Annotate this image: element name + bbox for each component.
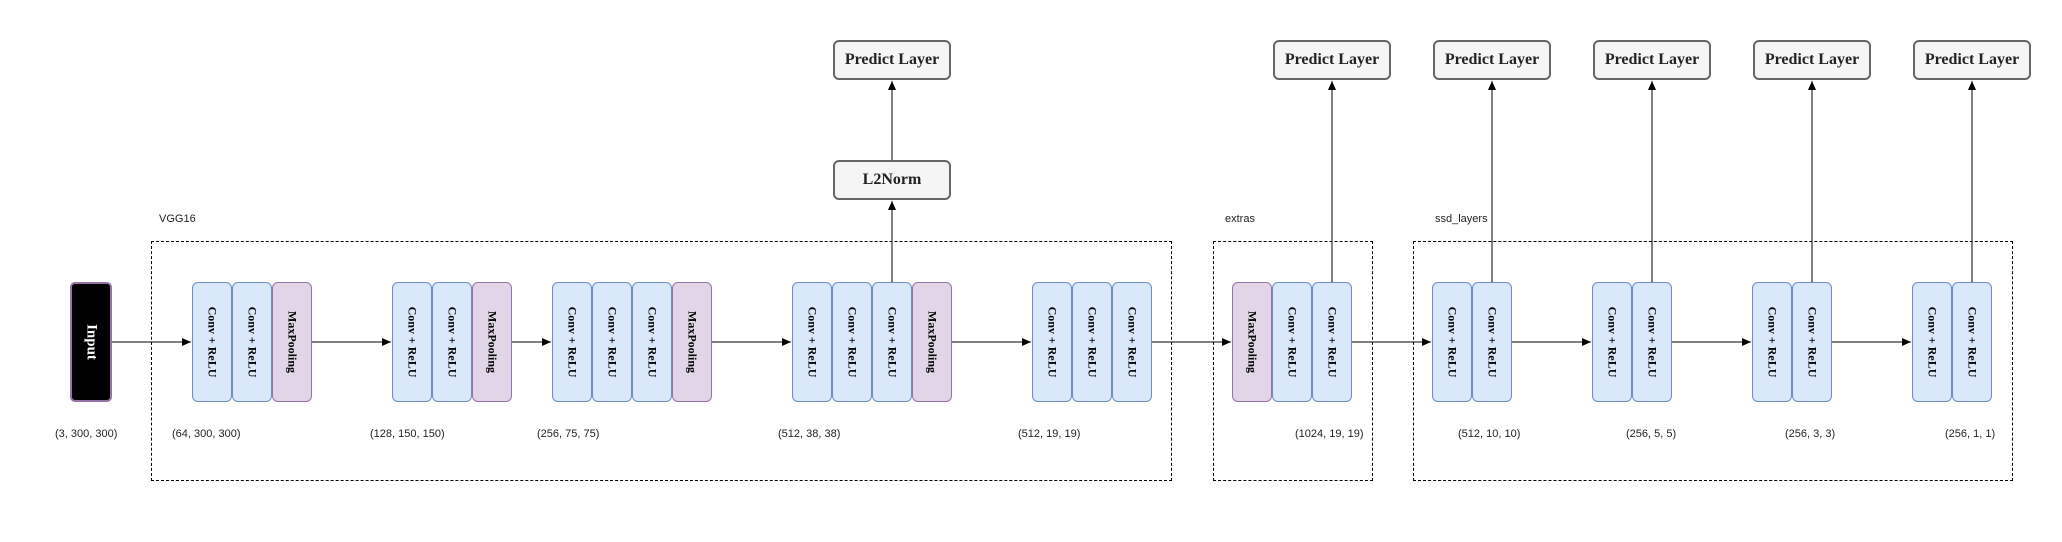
stage-shape-label: (256, 75, 75) bbox=[537, 428, 600, 440]
layer-label: Conv + ReLU bbox=[645, 306, 660, 378]
conv-relu-block: Conv + ReLU bbox=[232, 282, 272, 402]
layer-label: Conv + ReLU bbox=[1605, 306, 1620, 378]
layer-label: Conv + ReLU bbox=[1965, 306, 1980, 378]
conv-relu-block: Conv + ReLU bbox=[1792, 282, 1832, 402]
conv-relu-block: Conv + ReLU bbox=[1952, 282, 1992, 402]
layer-label: MaxPooling bbox=[925, 311, 940, 373]
group-label: ssd_layers bbox=[1435, 213, 1488, 225]
conv-relu-block: Conv + ReLU bbox=[1112, 282, 1152, 402]
maxpooling-block: MaxPooling bbox=[672, 282, 712, 402]
group-box-ssd-layers bbox=[1413, 241, 2013, 481]
maxpooling-block: MaxPooling bbox=[472, 282, 512, 402]
group-label: extras bbox=[1225, 213, 1255, 225]
layer-label: Conv + ReLU bbox=[885, 306, 900, 378]
l2norm-node: L2Norm bbox=[833, 160, 951, 200]
stage-shape-label: (128, 150, 150) bbox=[370, 428, 445, 440]
conv-relu-block: Conv + ReLU bbox=[1032, 282, 1072, 402]
input-node: Input bbox=[70, 282, 112, 402]
input-label: Input bbox=[83, 324, 100, 360]
layer-label: Conv + ReLU bbox=[1925, 306, 1940, 378]
conv-relu-block: Conv + ReLU bbox=[432, 282, 472, 402]
group-label: VGG16 bbox=[159, 213, 196, 225]
conv-relu-block: Conv + ReLU bbox=[1072, 282, 1112, 402]
layer-label: Conv + ReLU bbox=[405, 306, 420, 378]
conv-relu-block: Conv + ReLU bbox=[1912, 282, 1952, 402]
conv-relu-block: Conv + ReLU bbox=[1472, 282, 1512, 402]
stage-shape-label: (256, 5, 5) bbox=[1626, 428, 1677, 440]
layer-label: Conv + ReLU bbox=[1085, 306, 1100, 378]
stage-shape-label: (1024, 19, 19) bbox=[1295, 428, 1364, 440]
stage-shape-label: (512, 19, 19) bbox=[1018, 428, 1081, 440]
conv-relu-block: Conv + ReLU bbox=[592, 282, 632, 402]
stage-shape-label: (256, 3, 3) bbox=[1785, 428, 1836, 440]
maxpooling-block: MaxPooling bbox=[272, 282, 312, 402]
predict-layer-node: Predict Layer bbox=[1913, 40, 2031, 80]
predict-layer-node: Predict Layer bbox=[1753, 40, 1871, 80]
stage-shape-label: (64, 300, 300) bbox=[172, 428, 241, 440]
layer-label: Conv + ReLU bbox=[1285, 306, 1300, 378]
layer-label: Conv + ReLU bbox=[1805, 306, 1820, 378]
layer-label: MaxPooling bbox=[485, 311, 500, 373]
predict-layer-node: Predict Layer bbox=[1433, 40, 1551, 80]
input-shape-label: (3, 300, 300) bbox=[55, 428, 118, 440]
maxpooling-block: MaxPooling bbox=[1232, 282, 1272, 402]
layer-label: Conv + ReLU bbox=[1325, 306, 1340, 378]
layer-label: MaxPooling bbox=[685, 311, 700, 373]
conv-relu-block: Conv + ReLU bbox=[1592, 282, 1632, 402]
stage-shape-label: (256, 1, 1) bbox=[1945, 428, 1996, 440]
conv-relu-block: Conv + ReLU bbox=[792, 282, 832, 402]
conv-relu-block: Conv + ReLU bbox=[832, 282, 872, 402]
stage-shape-label: (512, 10, 10) bbox=[1458, 428, 1521, 440]
conv-relu-block: Conv + ReLU bbox=[632, 282, 672, 402]
conv-relu-block: Conv + ReLU bbox=[392, 282, 432, 402]
layer-label: Conv + ReLU bbox=[1765, 306, 1780, 378]
conv-relu-block: Conv + ReLU bbox=[1432, 282, 1472, 402]
conv-relu-block: Conv + ReLU bbox=[192, 282, 232, 402]
layer-label: Conv + ReLU bbox=[805, 306, 820, 378]
layer-label: Conv + ReLU bbox=[445, 306, 460, 378]
layer-label: Conv + ReLU bbox=[565, 306, 580, 378]
layer-label: Conv + ReLU bbox=[1125, 306, 1140, 378]
layer-label: MaxPooling bbox=[285, 311, 300, 373]
conv-relu-block: Conv + ReLU bbox=[872, 282, 912, 402]
conv-relu-block: Conv + ReLU bbox=[1632, 282, 1672, 402]
maxpooling-block: MaxPooling bbox=[912, 282, 952, 402]
layer-label: Conv + ReLU bbox=[1485, 306, 1500, 378]
layer-label: Conv + ReLU bbox=[845, 306, 860, 378]
layer-label: Conv + ReLU bbox=[1045, 306, 1060, 378]
layer-label: Conv + ReLU bbox=[605, 306, 620, 378]
layer-label: Conv + ReLU bbox=[245, 306, 260, 378]
conv-relu-block: Conv + ReLU bbox=[1752, 282, 1792, 402]
conv-relu-block: Conv + ReLU bbox=[552, 282, 592, 402]
layer-label: MaxPooling bbox=[1245, 311, 1260, 373]
group-box-extras bbox=[1213, 241, 1373, 481]
predict-layer-node: Predict Layer bbox=[1273, 40, 1391, 80]
conv-relu-block: Conv + ReLU bbox=[1272, 282, 1312, 402]
predict-layer-node: Predict Layer bbox=[833, 40, 951, 80]
conv-relu-block: Conv + ReLU bbox=[1312, 282, 1352, 402]
stage-shape-label: (512, 38, 38) bbox=[778, 428, 841, 440]
layer-label: Conv + ReLU bbox=[1645, 306, 1660, 378]
layer-label: Conv + ReLU bbox=[1445, 306, 1460, 378]
group-box-vgg16 bbox=[151, 241, 1172, 481]
layer-label: Conv + ReLU bbox=[205, 306, 220, 378]
predict-layer-node: Predict Layer bbox=[1593, 40, 1711, 80]
